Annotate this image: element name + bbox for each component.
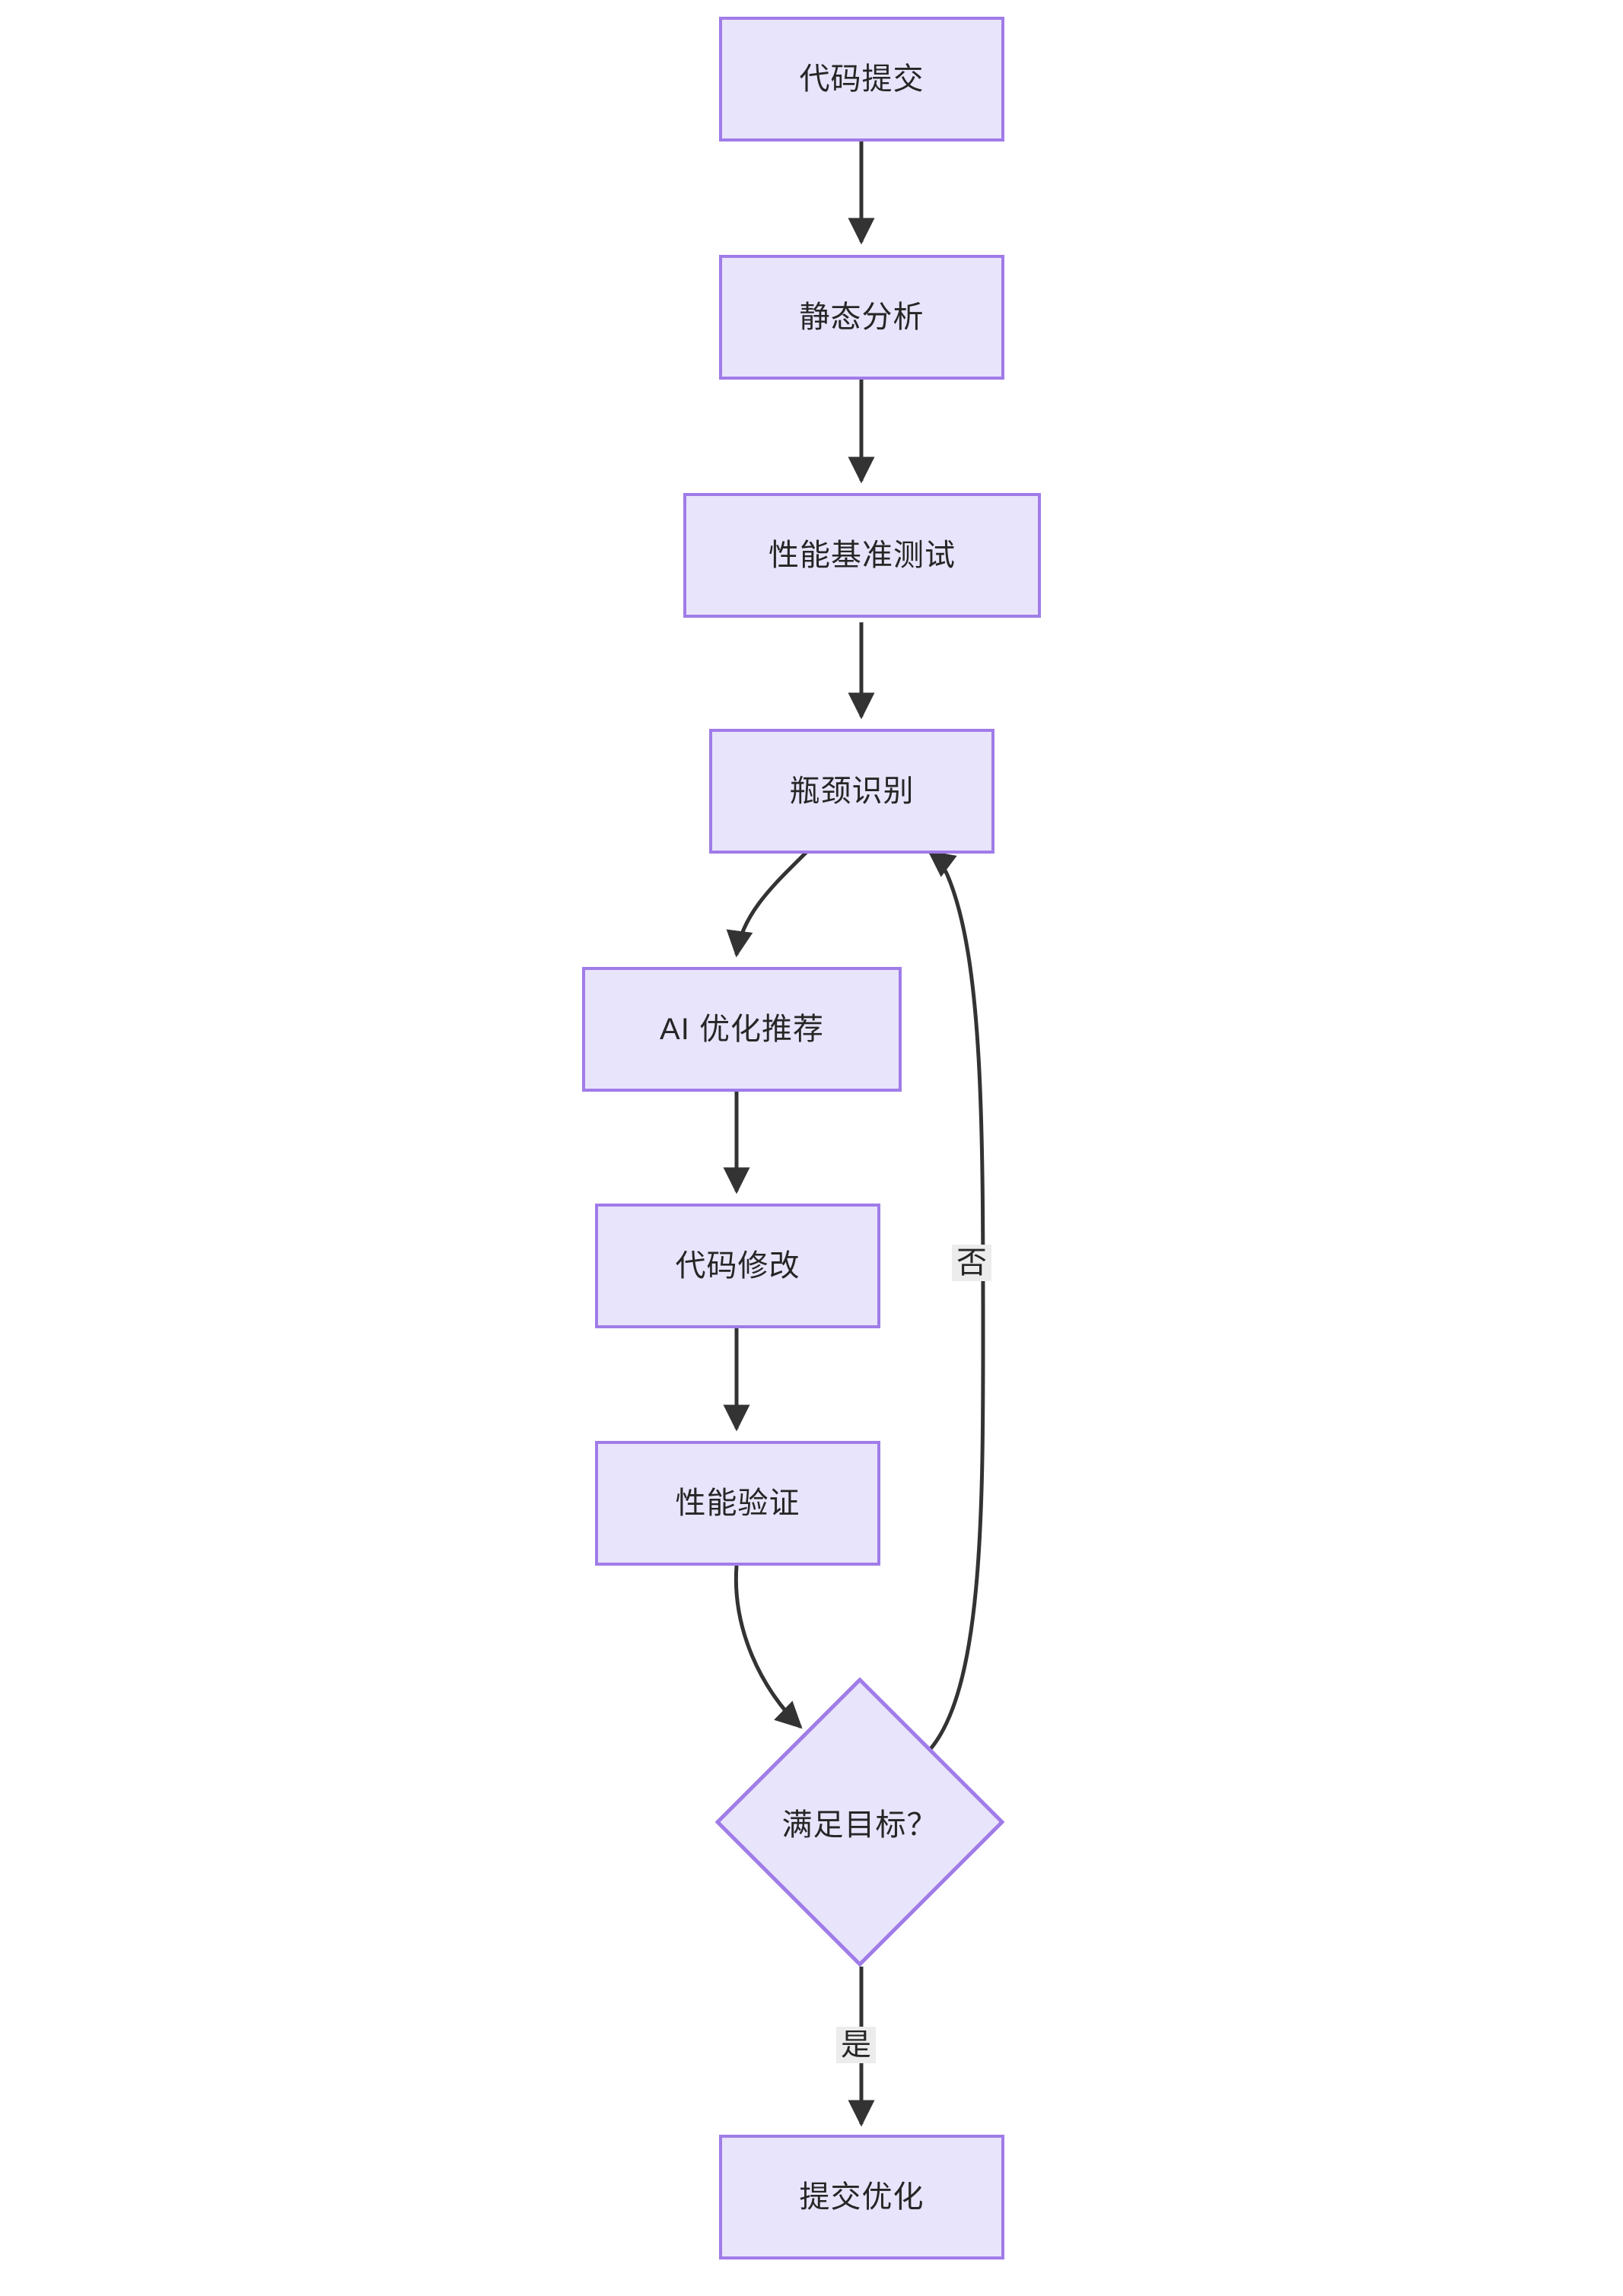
edge-n8-n4-no bbox=[928, 850, 985, 1751]
node-label-performance-benchmark: 性能基准测试 bbox=[769, 539, 956, 572]
node-label-goal-met-decision: 满足目标？ bbox=[781, 1808, 938, 1842]
node-label-code-commit: 代码提交 bbox=[799, 62, 924, 96]
edge-label-yes: 是 bbox=[836, 2027, 876, 2063]
node-label-ai-optimization-suggestion: AI 优化推荐 bbox=[660, 1013, 824, 1046]
edge-label-no: 否 bbox=[952, 1245, 991, 1281]
node-performance-verification[interactable]: 性能验证 bbox=[595, 1441, 880, 1566]
node-label-bottleneck-identification: 瓶颈识别 bbox=[789, 774, 915, 808]
node-submit-optimization[interactable]: 提交优化 bbox=[719, 2135, 1004, 2259]
node-label-static-analysis: 静态分析 bbox=[799, 301, 924, 334]
node-bottleneck-identification[interactable]: 瓶颈识别 bbox=[709, 729, 994, 854]
node-goal-met-decision[interactable]: 满足目标？ bbox=[715, 1677, 1004, 1967]
node-code-modification[interactable]: 代码修改 bbox=[595, 1204, 880, 1328]
node-code-commit[interactable]: 代码提交 bbox=[719, 17, 1004, 142]
node-label-submit-optimization: 提交优化 bbox=[799, 2180, 924, 2214]
node-performance-benchmark[interactable]: 性能基准测试 bbox=[683, 493, 1041, 618]
node-static-analysis[interactable]: 静态分析 bbox=[719, 255, 1004, 380]
edge-n4-n5 bbox=[726, 849, 810, 958]
node-ai-optimization-suggestion[interactable]: AI 优化推荐 bbox=[582, 967, 902, 1092]
diamond-shape bbox=[715, 1677, 1004, 1967]
node-label-performance-verification: 性能验证 bbox=[675, 1487, 800, 1520]
node-label-code-modification: 代码修改 bbox=[675, 1249, 800, 1283]
